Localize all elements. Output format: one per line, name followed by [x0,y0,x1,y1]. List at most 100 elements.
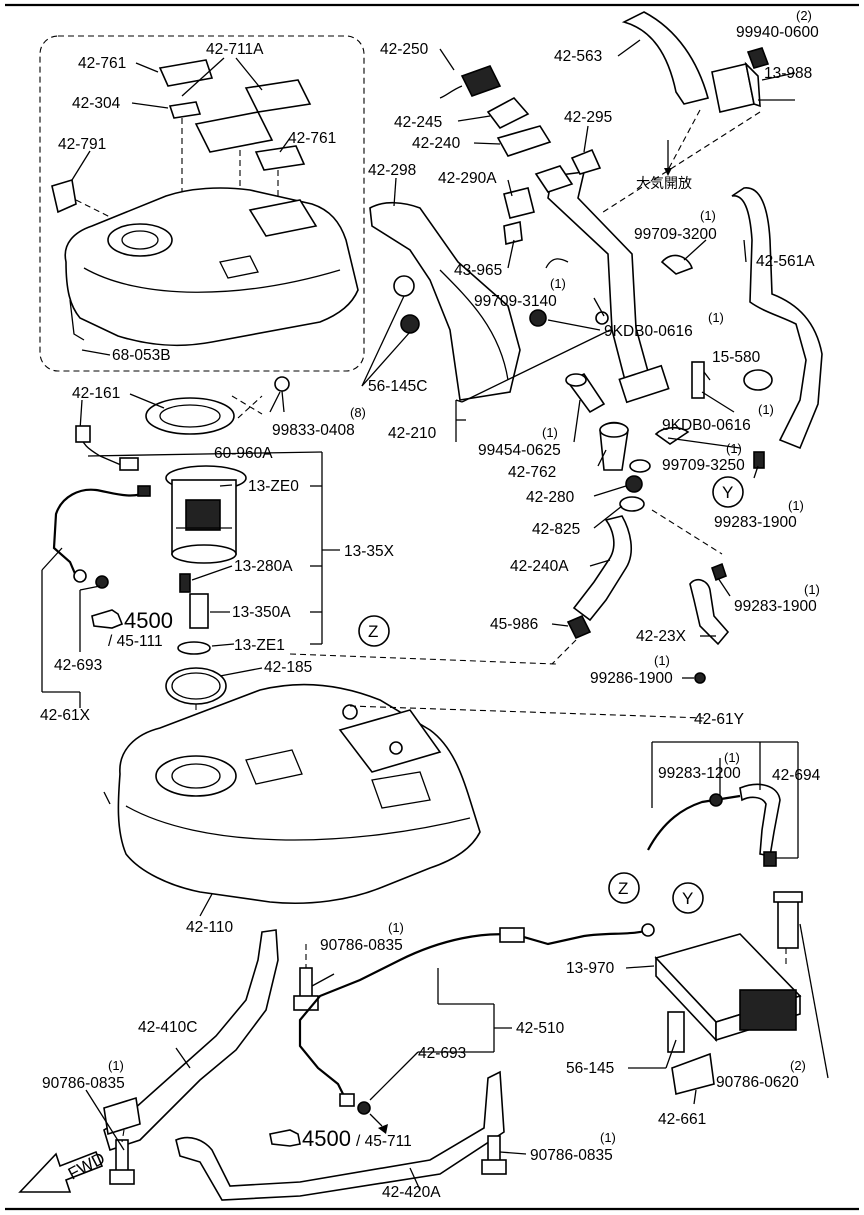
label-42-304: 42-304 [72,95,121,112]
label-99709-3200: 99709-3200 [634,226,717,243]
label-42-61y: 42-61Y [694,711,744,728]
label-99286-1900: 99286-1900 [590,670,673,687]
breather-pipe-210 [503,148,670,404]
ring-825 [619,496,645,512]
inset-fuel-tank [64,187,359,347]
label-42-693-b: 42-693 [418,1045,466,1062]
qty-99940-0600: (2) [796,8,812,23]
label-99709-3250: 99709-3250 [662,457,745,474]
qty-9kdb0-0616-b: (1) [758,402,774,417]
svg-text:Y: Y [722,483,733,502]
bolt-56-145 [667,1011,685,1053]
label-42-561a: 42-561A [756,253,815,270]
fuel-tank-110 [103,683,481,905]
forward-arrow: FWD [18,1149,108,1193]
label-42-250: 42-250 [380,41,429,58]
label-42-694: 42-694 [772,767,821,784]
label-42-185: 42-185 [264,659,312,676]
charcoal-canister-970 [641,923,802,1043]
breather-connector [534,165,574,193]
label-42-791: 42-791 [58,136,106,153]
clip-99709-3200 [660,254,694,275]
clip-99283-1200 [709,793,723,807]
bracket-791 [51,178,77,214]
label-13-970: 13-970 [566,960,615,977]
filler-vent-hose-563 [621,11,709,105]
inset-tank-pump-opening [107,223,173,257]
label-42-61x: 42-61X [40,707,91,724]
bolt-9kdb0-0616-b [691,361,705,399]
ref-4500-a: 4500 [124,608,173,633]
label-90786-0620: 90786-0620 [716,1074,799,1091]
qty-90786-0835-c: (1) [600,1130,616,1145]
label-42-110: 42-110 [186,919,233,936]
heat-shield-298 [369,201,521,401]
bolt-9kdb0-0616-a [529,309,547,327]
label-13-ze1: 13-ZE1 [234,637,285,654]
inset-tank-insulator-group [39,35,365,372]
clip-56-145c-upper [393,275,415,297]
connector-y-marker-b [672,882,704,914]
pump-ze0 [185,499,221,531]
insulator-sheet-711a-lower [194,111,274,153]
regulator-280a [179,573,191,593]
valve-290a [503,187,535,219]
qty-99709-3200: (1) [700,208,716,223]
qty-99454-0625: (1) [542,425,558,440]
bolt-90786-0620 [777,897,799,949]
gasket-240 [496,125,552,157]
label-15-580: 15-580 [712,349,761,366]
evap-hose-61y [647,794,741,851]
qty-99709-3140: (1) [550,276,566,291]
label-13-35x: 13-35X [344,543,395,560]
filler-neck-parts [565,372,690,640]
fuel-pump-group [52,376,290,655]
connector-z-marker-a [358,615,390,647]
insulator-sheet-711a-upper [244,79,312,113]
label-42-298: 42-298 [368,162,416,179]
label-42-761-a: 42-761 [78,55,126,72]
inset-dashed-box [39,35,365,372]
label-42-510: 42-510 [516,1020,565,1037]
qty-90786-0620: (2) [790,1058,806,1073]
screw-99833-0408 [274,376,290,392]
bolt-90786-0835-b [115,1139,129,1175]
label-42-295: 42-295 [564,109,612,126]
label-99454-0625: 99454-0625 [478,442,561,459]
label-56-145c: 56-145C [368,378,427,395]
label-42-290a: 42-290A [438,170,497,187]
label-42-761-b: 42-761 [288,130,336,147]
qty-90786-0835-a: (1) [388,920,404,935]
inset-tank-strap [69,299,85,341]
label-42-161: 42-161 [72,385,120,402]
label-45-111: / 45-111 [108,633,163,650]
label-45-711: / 45-711 [356,1133,412,1150]
clip-99286-1900 [694,672,706,684]
label-42-693-a: 42-693 [54,657,102,674]
bolt-90786-0835-c [487,1135,501,1163]
label-42-825: 42-825 [532,521,580,538]
connector-z-marker-b [608,872,640,904]
clip-99709-3140 [545,258,569,269]
pointing-hand-icon-b [269,1129,301,1147]
qty-99286-1900: (1) [654,653,670,668]
check-valve-280 [625,475,643,493]
label-90786-0835-a: 90786-0835 [320,937,403,954]
clip-45-986 [566,614,592,640]
clip-99283-1900-a [753,451,765,469]
hose-23x [689,578,730,646]
label-42-245: 42-245 [394,114,442,131]
label-42-711a: 42-711A [206,41,264,58]
seal-43-965 [503,221,523,245]
label-42-23x: 42-23X [636,628,687,645]
breather-pipe-clamp [618,364,670,404]
label-13-988: 13-988 [764,65,812,82]
insulator-sheet-761a [158,59,214,87]
filter-350a [189,593,209,629]
label-atmosphere-vent: 大気開放 [636,176,692,192]
ref-4500-b: 4500 [302,1126,351,1151]
label-9kdb0-0616-a: 9KDB0-0616 [604,323,693,340]
ring-ze1 [177,641,211,655]
label-42-420a: 42-420A [382,1184,441,1201]
breather-valve-988 [711,47,770,113]
